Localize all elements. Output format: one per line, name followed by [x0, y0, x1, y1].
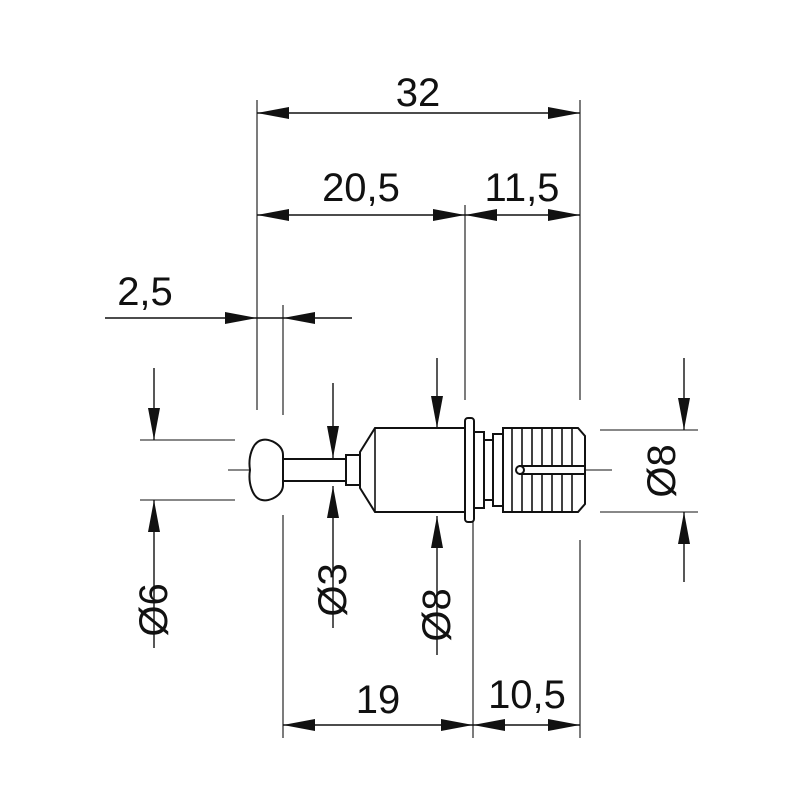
dimension-10-5: 10,5 — [473, 673, 580, 731]
dimension-label-lower-right: 10,5 — [488, 673, 566, 717]
neck-ring — [492, 433, 504, 507]
expansion-slot — [519, 465, 586, 475]
dimension-diameter-8-body: Ø8 — [415, 358, 459, 655]
dimension-diameter-3: Ø3 — [311, 383, 355, 628]
dimension-label-body-diameter: Ø8 — [415, 588, 459, 641]
dimension-19: 19 — [283, 678, 473, 731]
dimension-label-head: 2,5 — [117, 270, 173, 314]
slot-end — [515, 465, 525, 475]
dimension-label-overall: 32 — [396, 71, 441, 115]
neck-groove — [483, 439, 494, 501]
connector-bolt — [228, 417, 612, 523]
dimension-diameter-6: Ø6 — [132, 368, 176, 648]
shank-step — [345, 454, 361, 486]
extension-lines — [140, 100, 698, 738]
dimension-32: 32 — [257, 71, 580, 119]
shank — [281, 458, 349, 482]
dimension-label-shank-diameter: Ø3 — [311, 563, 355, 616]
neck — [473, 431, 485, 509]
dimension-label-lower-left: 19 — [356, 678, 401, 722]
dimension-label-left: 20,5 — [322, 166, 400, 210]
bolt-head — [248, 438, 284, 502]
dimension-label-thread-diameter: Ø8 — [640, 444, 684, 497]
dimension-11-5: 11,5 — [465, 166, 580, 221]
dimension-label-right: 11,5 — [485, 166, 560, 210]
dimension-label-head-diameter: Ø6 — [132, 583, 176, 636]
dimension-diameter-8-thread: Ø8 — [640, 358, 690, 582]
dimension-2-5: 2,5 — [105, 270, 352, 324]
dimension-20-5: 20,5 — [257, 166, 465, 221]
collar-flange — [464, 417, 475, 523]
